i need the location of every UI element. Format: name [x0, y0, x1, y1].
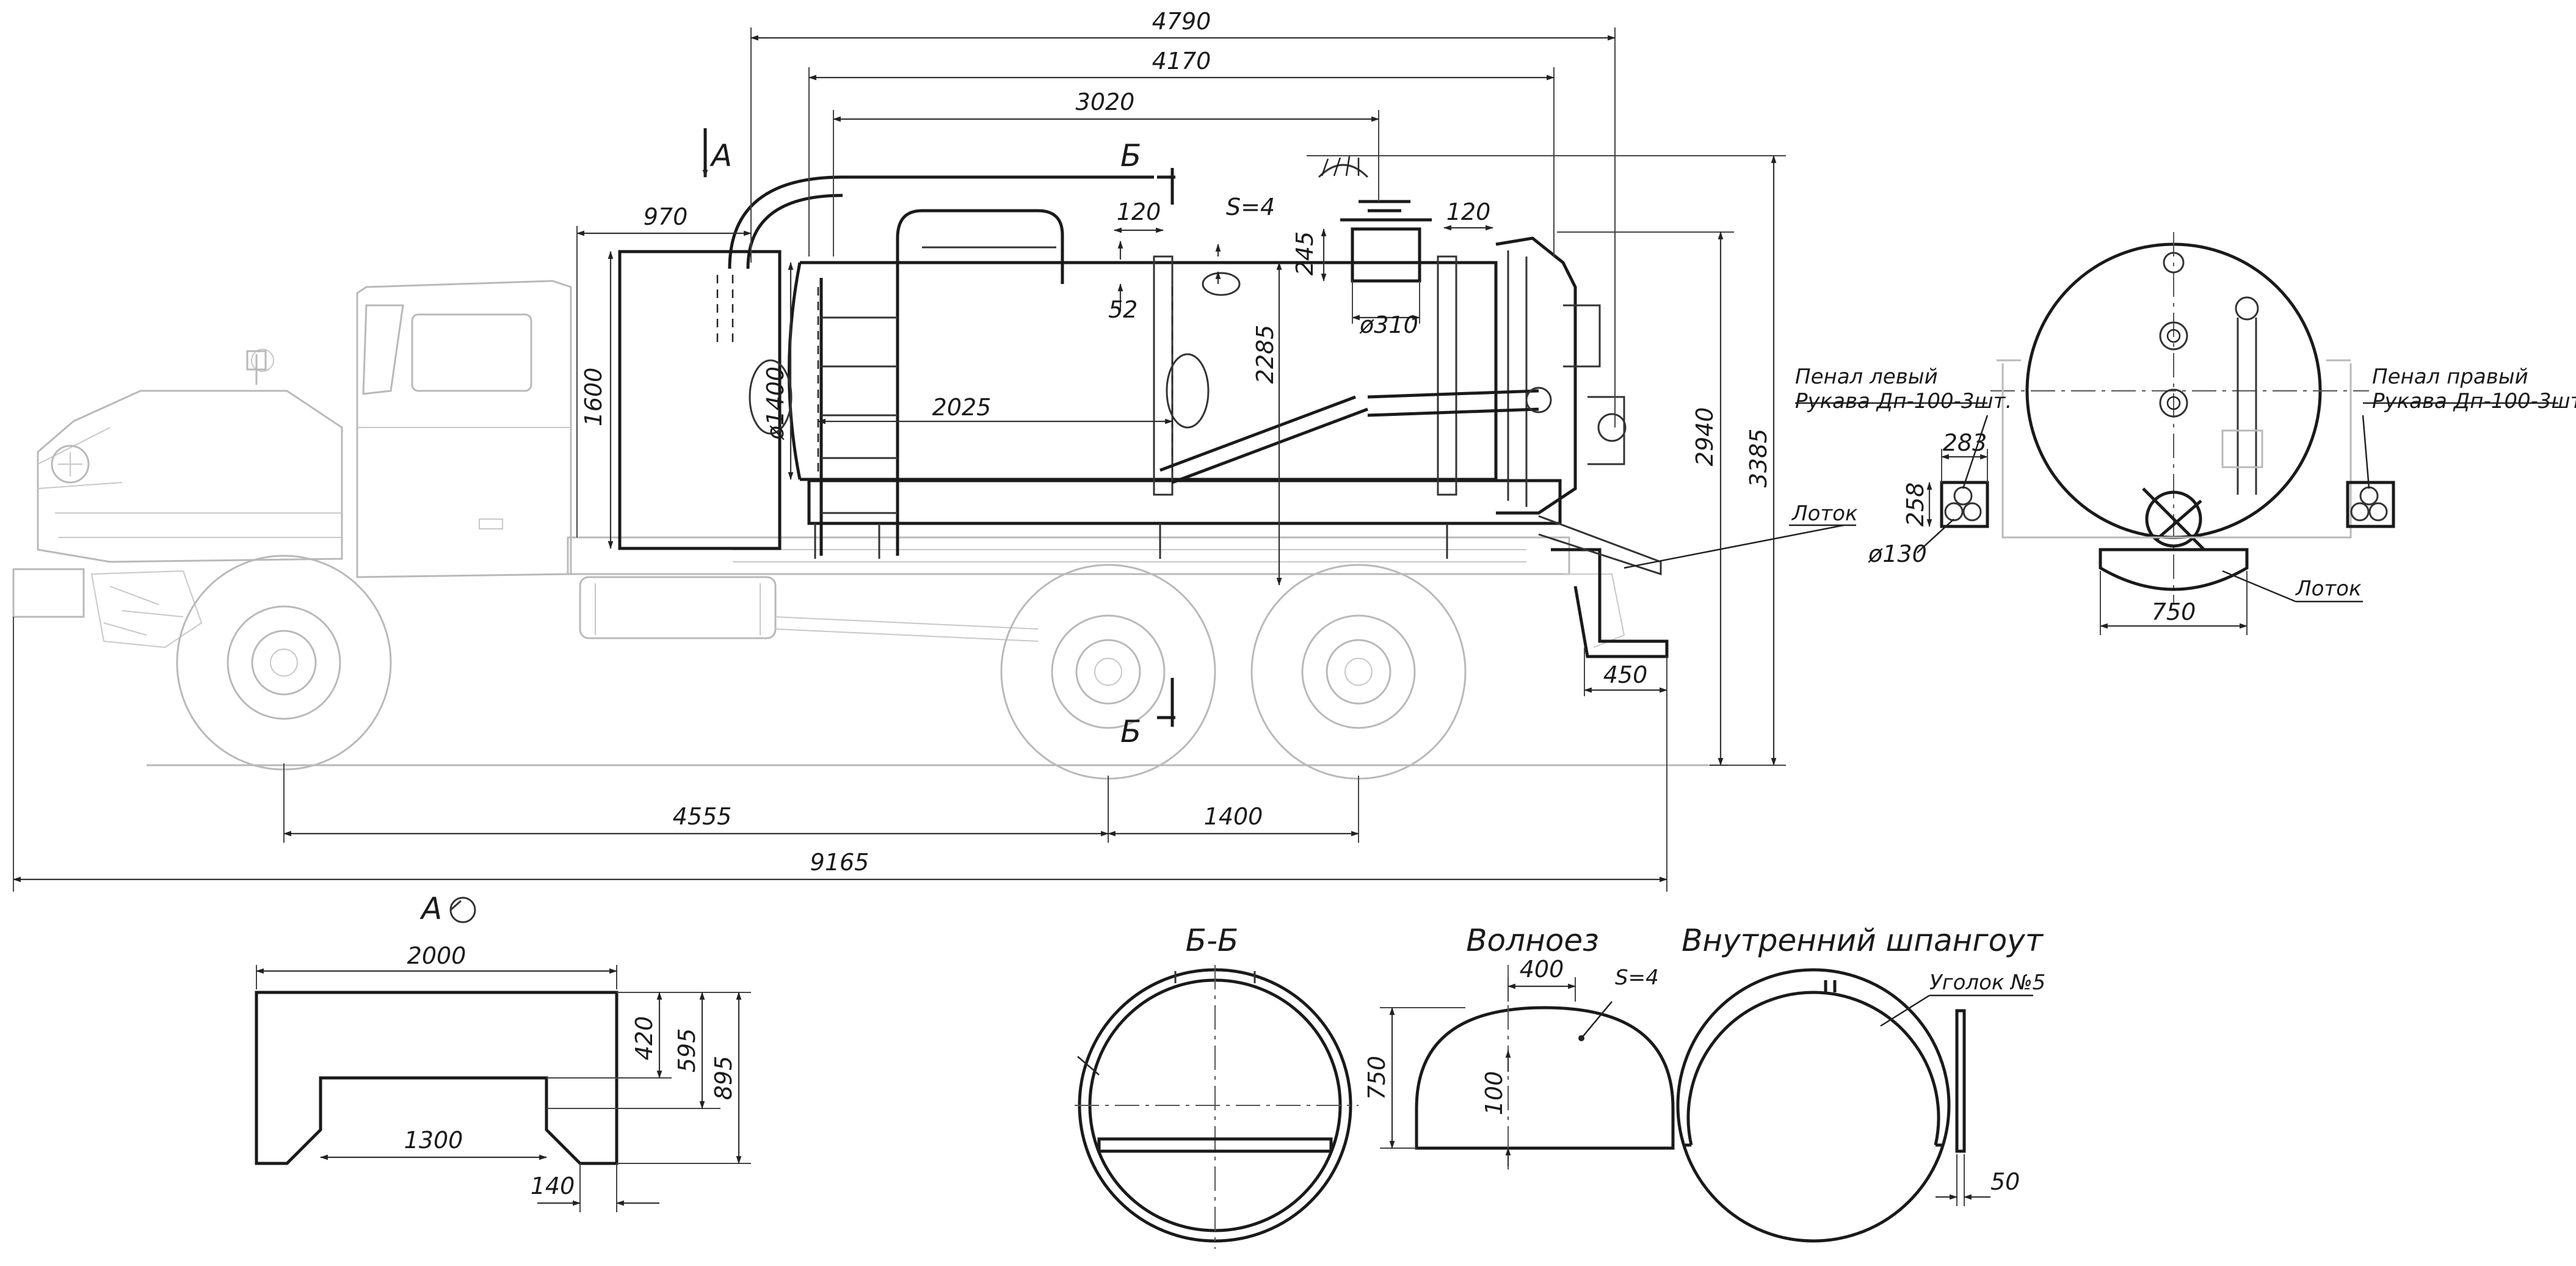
dim-750-tray: 750 — [2152, 598, 2196, 625]
view-a-title: А — [419, 891, 442, 926]
dim-4790: 4790 — [1152, 8, 1211, 35]
inner-frame — [1676, 968, 2033, 1243]
dim-2000: 2000 — [407, 942, 466, 969]
rear-view — [1795, 232, 2558, 635]
section-b-bottom-marker: Б — [1120, 714, 1141, 749]
wheel-rear-1 — [1000, 564, 1216, 780]
baffle-title: Волноез — [1466, 923, 1598, 958]
dim-hatch-dia: ø310 — [1359, 311, 1418, 338]
view-a — [255, 897, 751, 1212]
wheel-front — [176, 555, 392, 771]
left-case-label-2: Рукава Дп-100-3шт. — [1795, 389, 2012, 413]
dim-750-baffle: 750 — [1363, 1056, 1390, 1100]
right-case-label-1: Пенал правый — [2372, 365, 2528, 389]
dim-283: 283 — [1943, 429, 1987, 456]
tray-label-rear: Лоток — [2295, 577, 2362, 601]
dim-100: 100 — [1481, 1071, 1508, 1116]
baffle — [1380, 965, 1675, 1170]
angle-label: Уголок №5 — [1929, 970, 2045, 995]
dim-9165: 9165 — [810, 849, 869, 876]
labels: 4790 4170 3020 970 120 120 S=4 ø310 52 2… — [404, 8, 2576, 1199]
dim-2285: 2285 — [1252, 325, 1279, 384]
frame-title: Внутренний шпангоут — [1682, 923, 2044, 958]
dim-245: 245 — [1291, 231, 1318, 276]
tray-label-side: Лоток — [1791, 501, 1858, 526]
dim-2940: 2940 — [1691, 407, 1718, 467]
dim-s4-tank: S=4 — [1226, 194, 1275, 220]
dim-50: 50 — [1990, 1168, 2020, 1195]
dim-140: 140 — [531, 1173, 575, 1199]
dim-258: 258 — [1902, 482, 1929, 527]
tank-equipment — [618, 156, 1669, 658]
dim-52: 52 — [1108, 296, 1137, 323]
dim-595: 595 — [673, 1028, 700, 1073]
wheel-rear-2 — [1250, 564, 1467, 780]
dim-970: 970 — [644, 203, 688, 230]
dim-4555: 4555 — [673, 803, 732, 830]
dim-895: 895 — [710, 1056, 737, 1100]
section-a-marker: А — [709, 138, 732, 173]
baffle-thickness: S=4 — [1615, 966, 1659, 990]
dim-1300: 1300 — [404, 1127, 463, 1154]
dim-1400-dia: ø1400 — [762, 366, 789, 440]
section-b-top-marker: Б — [1120, 138, 1141, 173]
dim-hose-dia: ø130 — [1868, 540, 1927, 567]
dim-1600: 1600 — [580, 368, 607, 427]
dim-450: 450 — [1603, 661, 1648, 688]
dim-4170: 4170 — [1152, 48, 1211, 75]
dim-3385: 3385 — [1745, 429, 1772, 488]
truck-chassis-outline — [12, 280, 1728, 766]
dim-120-left: 120 — [1117, 198, 1161, 225]
dim-400: 400 — [1520, 956, 1564, 983]
dim-1400: 1400 — [1204, 803, 1263, 830]
right-case-label-2: Рукава Дп-100-3шт. — [2372, 389, 2576, 413]
dim-420: 420 — [631, 1016, 658, 1061]
section-bb — [1075, 965, 1359, 1249]
dim-120-right: 120 — [1446, 198, 1491, 225]
left-case-label-1: Пенал левый — [1795, 365, 1938, 389]
dim-3020: 3020 — [1076, 89, 1135, 115]
section-bb-title: Б-Б — [1186, 923, 1239, 958]
dim-2025: 2025 — [932, 394, 992, 421]
side-dimensions — [12, 27, 1856, 892]
